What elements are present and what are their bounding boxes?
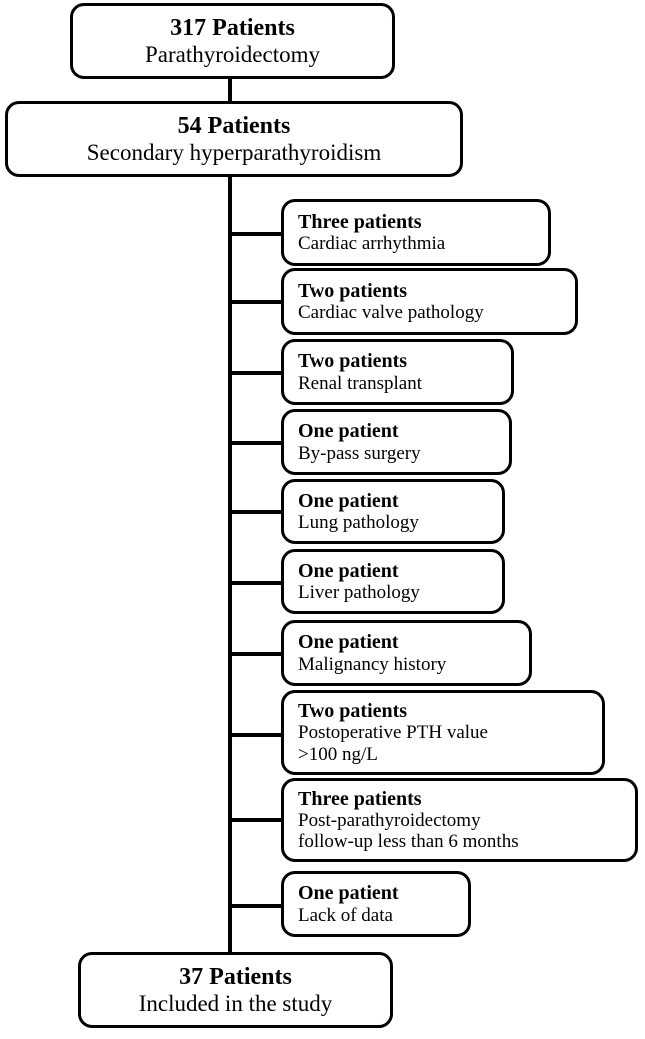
exclusion-reason-pth-value-line2: >100 ng/L xyxy=(298,743,378,765)
node-exclusion-bypass-surgery: One patient By-pass surgery xyxy=(281,409,512,475)
exclusion-count-renal-transplant: Two patients xyxy=(298,350,408,373)
exclusion-count-lung-pathology: One patient xyxy=(298,489,399,512)
exclusion-count-pth-value: Two patients xyxy=(298,700,408,723)
exclusion-reason-lack-of-data: Lack of data xyxy=(298,904,393,926)
exclusion-count-cardiac-valve: Two patients xyxy=(298,279,408,302)
node-exclusion-pth-value: Two patients Postoperative PTH value >10… xyxy=(281,690,605,775)
connector-branch-lack-of-data xyxy=(228,904,284,908)
connector-branch-cardiac-arrhythmia xyxy=(228,232,284,236)
connector-branch-malignancy-history xyxy=(228,652,284,656)
connector-trunk-main xyxy=(228,176,232,953)
node-secondary-hyperparathyroidism: 54 Patients Secondary hyperparathyroidis… xyxy=(5,101,463,177)
connector-branch-renal-transplant xyxy=(228,371,284,375)
connector-enrolled-to-secondary xyxy=(228,78,232,102)
node-enrolled: 317 Patients Parathyroidectomy xyxy=(70,3,395,79)
node-included-subtitle: Included in the study xyxy=(138,990,333,1016)
node-exclusion-lack-of-data: One patient Lack of data xyxy=(281,871,471,937)
exclusion-count-liver-pathology: One patient xyxy=(298,559,399,582)
node-included-in-study: 37 Patients Included in the study xyxy=(78,952,393,1028)
exclusion-reason-cardiac-arrhythmia: Cardiac arrhythmia xyxy=(298,233,446,255)
node-exclusion-renal-transplant: Two patients Renal transplant xyxy=(281,339,514,405)
exclusion-reason-short-followup-line2: follow-up less than 6 months xyxy=(298,831,519,853)
node-exclusion-malignancy-history: One patient Malignancy history xyxy=(281,620,532,686)
node-secondary-subtitle: Secondary hyperparathyroidism xyxy=(86,139,382,165)
exclusion-count-short-followup: Three patients xyxy=(298,787,422,810)
connector-branch-lung-pathology xyxy=(228,510,284,514)
node-exclusion-lung-pathology: One patient Lung pathology xyxy=(281,479,505,544)
exclusion-reason-cardiac-valve: Cardiac valve pathology xyxy=(298,302,484,324)
exclusion-count-cardiac-arrhythmia: Three patients xyxy=(298,210,422,233)
exclusion-reason-short-followup-line1: Post-parathyroidectomy xyxy=(298,809,481,831)
exclusion-reason-pth-value-line1: Postoperative PTH value xyxy=(298,722,488,744)
connector-branch-pth-value xyxy=(228,733,284,737)
node-enrolled-title: 317 Patients xyxy=(170,14,295,41)
connector-branch-short-followup xyxy=(228,818,284,822)
node-exclusion-short-followup: Three patients Post-parathyroidectomy fo… xyxy=(281,778,638,862)
exclusion-reason-renal-transplant: Renal transplant xyxy=(298,372,422,394)
exclusion-reason-malignancy-history: Malignancy history xyxy=(298,653,447,675)
exclusion-reason-lung-pathology: Lung pathology xyxy=(298,512,419,534)
exclusion-count-lack-of-data: One patient xyxy=(298,882,399,905)
connector-branch-liver-pathology xyxy=(228,581,284,585)
connector-branch-bypass-surgery xyxy=(228,441,284,445)
exclusion-count-malignancy-history: One patient xyxy=(298,631,399,654)
node-enrolled-subtitle: Parathyroidectomy xyxy=(144,41,320,67)
node-exclusion-cardiac-valve: Two patients Cardiac valve pathology xyxy=(281,268,578,335)
exclusion-count-bypass-surgery: One patient xyxy=(298,420,399,443)
exclusion-reason-bypass-surgery: By-pass surgery xyxy=(298,442,421,464)
node-included-title: 37 Patients xyxy=(179,963,292,990)
exclusion-reason-liver-pathology: Liver pathology xyxy=(298,582,420,604)
connector-branch-cardiac-valve xyxy=(228,300,284,304)
node-exclusion-liver-pathology: One patient Liver pathology xyxy=(281,549,505,614)
node-secondary-title: 54 Patients xyxy=(177,112,291,139)
node-exclusion-cardiac-arrhythmia: Three patients Cardiac arrhythmia xyxy=(281,199,551,266)
